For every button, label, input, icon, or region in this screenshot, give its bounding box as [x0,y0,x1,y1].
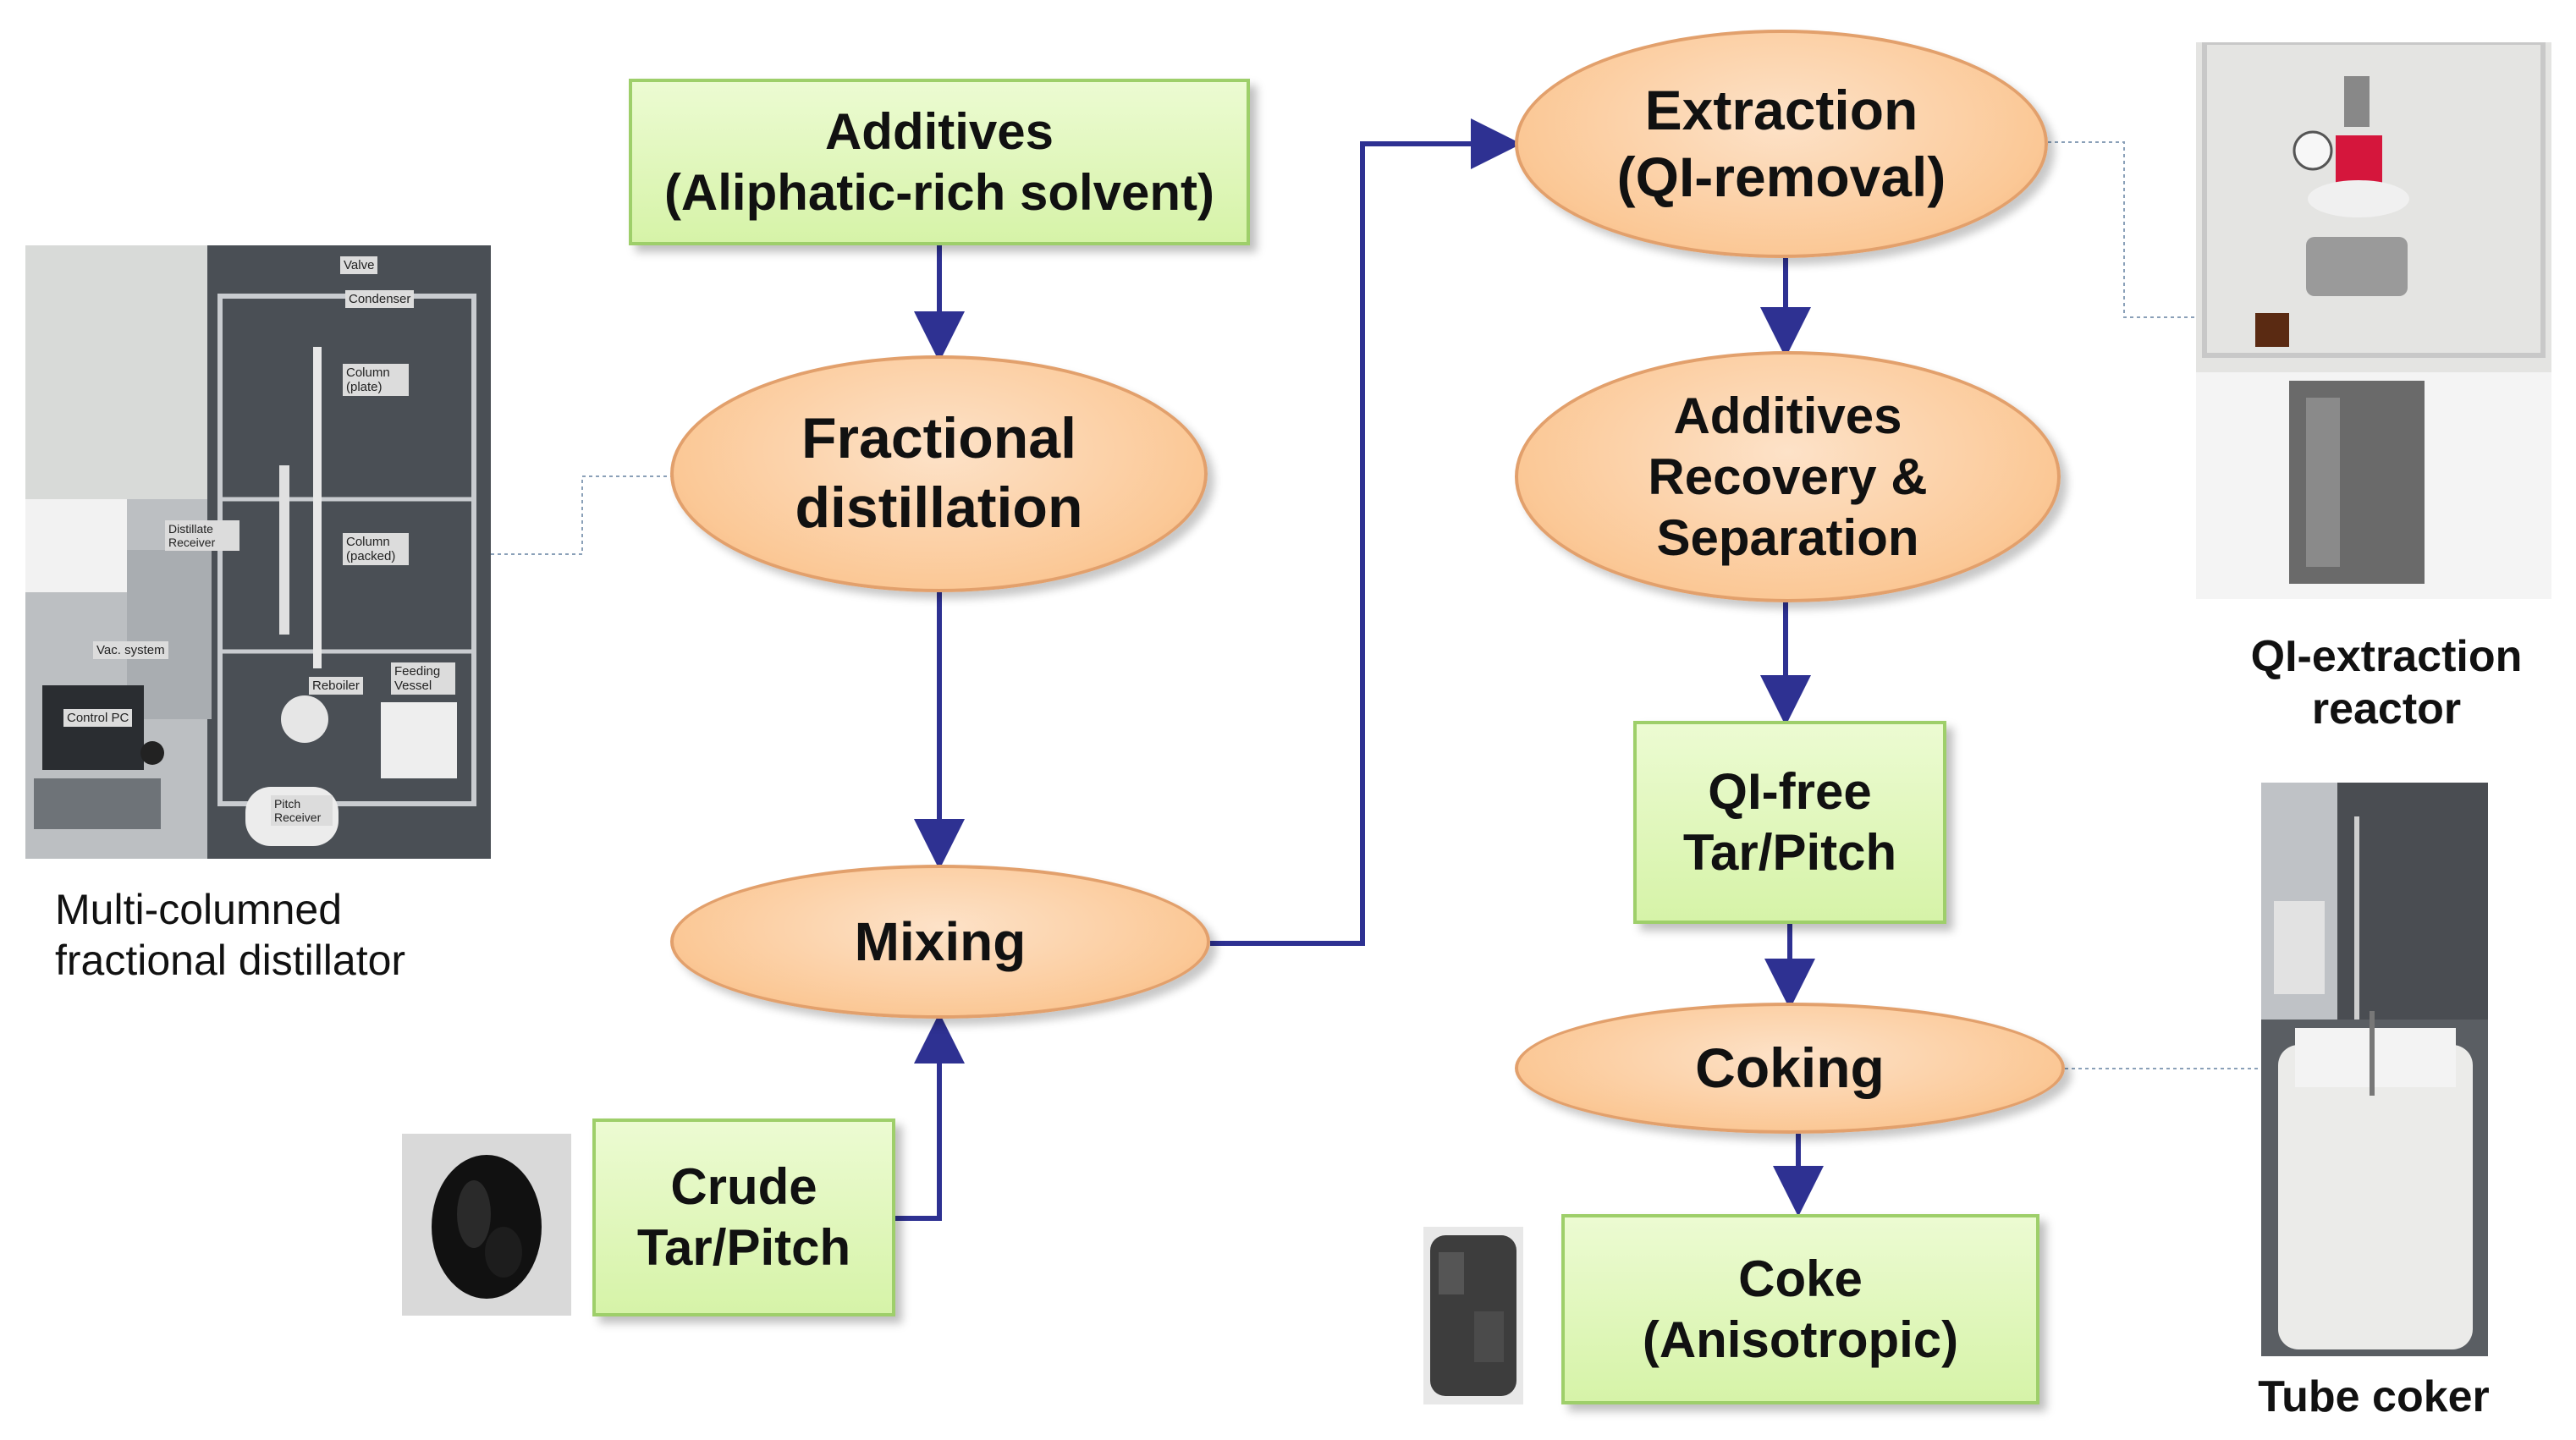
label-control-pc: Control PC [63,709,133,727]
node-fractional-distillation: Fractional distillation [670,355,1208,592]
crude-pitch-icon [432,1155,542,1299]
node-additives-solvent: Additives (Aliphatic-rich solvent) [629,79,1250,245]
tube-coker-illustration [2261,783,2488,1356]
coke-sample-icon [1430,1235,1516,1396]
node-qi-free-tar-pitch: QI-free Tar/Pitch [1633,721,1946,924]
caption-distillator: Multi-columned fractional distillator [55,886,406,984]
arrow-crude-to-mixing [895,1013,965,1221]
node-coke-anisotropic: Coke (Anisotropic) [1561,1214,2039,1404]
dotted-connector-reactor [2048,141,2196,318]
arrow-mixing-to-extraction [1210,118,1522,946]
label-vac-system: Vac. system [93,641,168,659]
tube-coker-photo [2261,783,2488,1356]
node-extraction: Extraction (QI-removal) [1515,30,2048,258]
distillator-illustration [25,245,491,859]
label-pitch-receiver: Pitch Receiver [271,795,333,826]
dotted-connector-distillator [491,475,673,555]
label-condenser: Condenser [345,290,415,308]
node-crude-tar-pitch: Crude Tar/Pitch [592,1118,895,1316]
label-valve: Valve [340,256,378,274]
label-distillate-receiver: Distillate Receiver [165,520,239,551]
node-additives-recovery: Additives Recovery & Separation [1515,351,2061,602]
distillator-photo: Valve Condenser Column (plate) Distillat… [25,245,491,859]
coke-sample-photo [1423,1227,1523,1404]
node-mixing: Mixing [670,865,1210,1019]
crude-pitch-sample-photo [402,1134,571,1316]
caption-qi-reactor: QI-extraction reactor [2250,632,2523,734]
label-column-packed: Column (packed) [343,533,409,565]
label-reboiler: Reboiler [309,677,363,695]
label-column-plate: Column (plate) [343,364,409,396]
qi-reactor-photo [2196,42,2551,599]
node-coking: Coking [1515,1003,2065,1134]
caption-tube-coker: Tube coker [2258,1372,2490,1421]
qi-reactor-illustration [2196,42,2551,599]
label-feeding-vessel: Feeding Vessel [391,662,455,695]
